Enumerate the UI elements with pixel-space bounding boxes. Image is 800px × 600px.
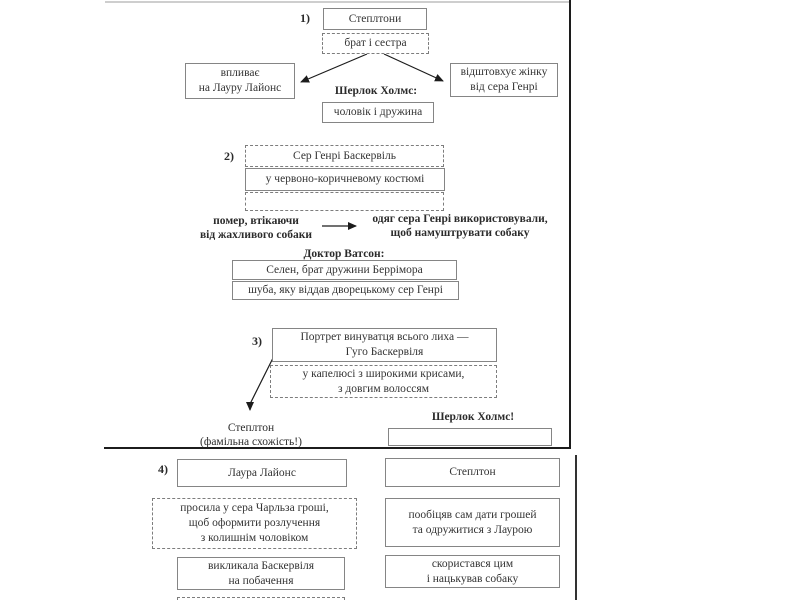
box-costume: у червоно-коричневому костюмі [245, 168, 445, 191]
box-stapleton: Степлтон [385, 458, 560, 487]
box-asked-money: просила у сера Чарльза гроші, щоб оформи… [152, 498, 357, 549]
section1-number: 1) [300, 11, 310, 25]
box-promised-money: пообіцяв сам дати грошей та одружитися з… [385, 498, 560, 547]
box-invited-baskerville: викликала Баскервіля на побачення [177, 557, 345, 590]
holmes-heading: Шерлок Холмс: [334, 85, 418, 97]
holmes-exclaim-heading: Шерлок Холмс! [431, 411, 515, 423]
box-fur-coat: шуба, яку віддав дворецькому сер Генрі [232, 281, 459, 300]
box-influences-laura: впливає на Лауру Лайонс [185, 63, 295, 99]
section3-number: 3) [252, 334, 262, 348]
note-died-escaping: помер, втікаючи від жахливого собаки [199, 215, 313, 242]
note-stapleton-resemblance: Степлтон (фамільна схожість!) [200, 422, 302, 449]
note-clothes-used: одяг сера Генрі використовували, щоб нам… [372, 213, 548, 240]
box-used-dog: скористався цим і нацькував собаку [385, 555, 560, 588]
box-cutoff-dashed [177, 597, 345, 600]
box-husband-wife: чоловік і дружина [322, 102, 434, 123]
box-holmes-answer-empty [388, 428, 552, 446]
box-empty-dashed [245, 192, 444, 211]
box-brother-sister: брат і сестра [322, 33, 429, 54]
arrow-siblings-to-influences-icon [300, 53, 368, 83]
box-hat-hair: у капелюсі з широкими крисами, з довгим … [270, 365, 497, 398]
box-sir-henry: Сер Генрі Баскервіль [245, 145, 444, 167]
watson-heading: Доктор Ватсон: [303, 248, 385, 260]
box-pushes-away-wife: відштовхує жінку від сера Генрі [450, 63, 558, 97]
box-portrait-hugo: Портрет винуватця всього лиха — Гуго Бас… [272, 328, 497, 362]
box-laura-lyons: Лаура Лайонс [177, 459, 347, 487]
box-stepltony: Степлтони [323, 8, 427, 30]
box-selden: Селен, брат дружини Беррімора [232, 260, 457, 280]
section4-number: 4) [158, 462, 168, 476]
section2-number: 2) [224, 149, 234, 163]
arrow-siblings-to-pushes-icon [383, 53, 444, 82]
